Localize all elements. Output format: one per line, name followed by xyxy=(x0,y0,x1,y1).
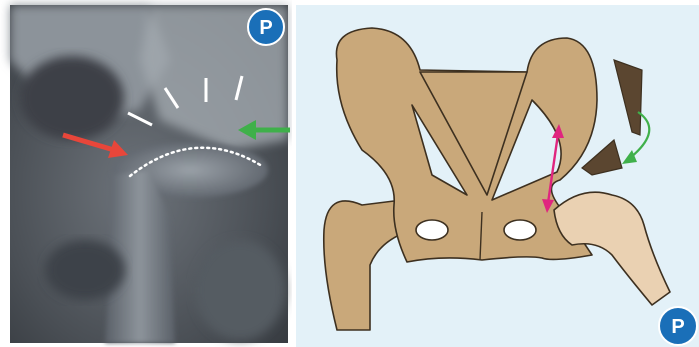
badge-label: P xyxy=(671,316,684,338)
lower-dark-shadow xyxy=(45,240,125,300)
xray-image: P xyxy=(0,0,292,347)
obturator-shadow xyxy=(20,56,124,140)
p-badge-icon: P xyxy=(248,9,284,45)
p-badge-icon: P xyxy=(659,307,697,345)
xray-panel: P xyxy=(0,0,292,347)
pelvis-diagram-panel: P xyxy=(292,0,699,347)
obturator-left xyxy=(416,220,448,240)
obturator-right xyxy=(504,220,536,240)
badge-label: P xyxy=(259,17,272,39)
pelvis-diagram: P xyxy=(292,0,699,347)
lower-right-shadow xyxy=(195,240,285,340)
